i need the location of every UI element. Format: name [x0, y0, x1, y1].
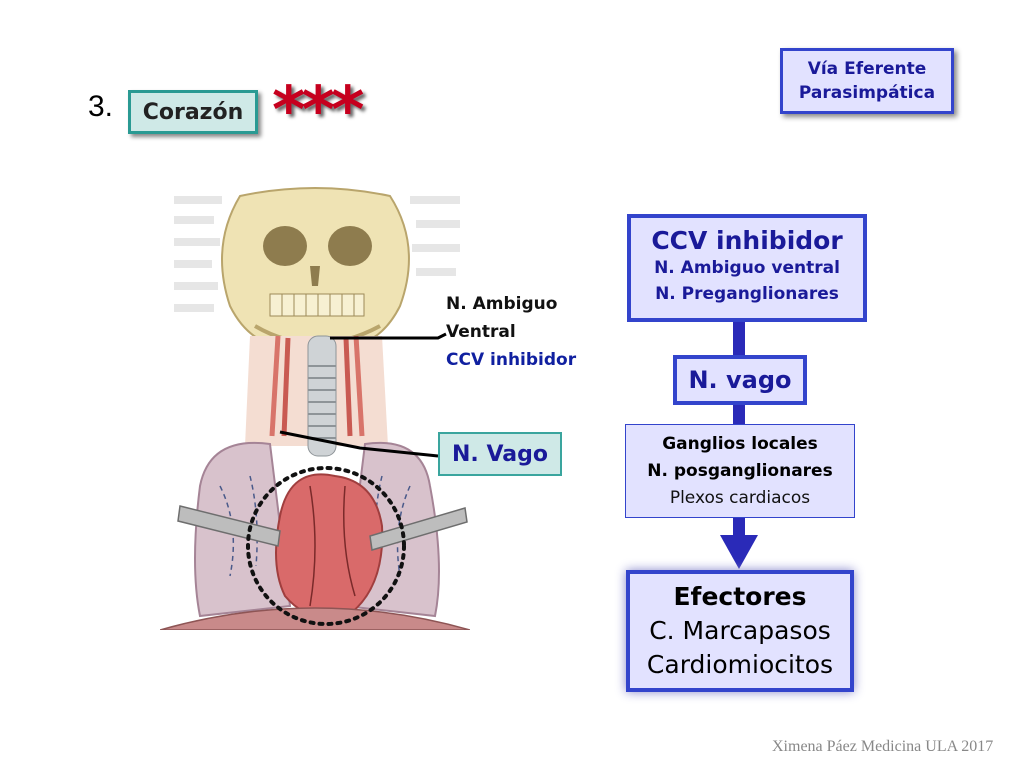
ambiguo-line3: CCV inhibidor — [446, 350, 577, 370]
title-box: Corazón — [128, 90, 258, 134]
importance-stars: *** — [272, 74, 364, 148]
ccv-box: CCV inhibidor N. Ambiguo ventral N. Preg… — [627, 214, 867, 322]
slide-number: 3. — [88, 90, 114, 123]
pathway-box: Vía Eferente Parasimpática — [780, 48, 954, 114]
heart-vessels — [309, 485, 356, 607]
vago-label-box: N. Vago — [438, 432, 562, 476]
faded-text-background — [174, 196, 460, 312]
ambiguo-label: N. Ambiguo Ventral CCV inhibidor — [446, 290, 576, 374]
trachea — [307, 335, 337, 457]
footer-credit: Ximena Páez Medicina ULA 2017 — [772, 738, 994, 755]
ganglios-line2: N. posganglionares — [647, 460, 833, 481]
vago-label: N. Vago — [452, 441, 548, 467]
efectores-line2: C. Marcapasos — [649, 616, 831, 645]
n-vago-label: N. vago — [688, 366, 792, 394]
ganglios-line3: Plexos cardiacos — [669, 487, 811, 508]
diaphragm — [160, 607, 470, 630]
ganglios-line1: Ganglios locales — [662, 433, 818, 454]
efectores-line1: Efectores — [673, 582, 807, 611]
pathway-line2: Parasimpática — [798, 83, 936, 103]
efectores-line3: Cardiomiocitos — [646, 650, 834, 679]
ambiguo-line2: Ventral — [446, 322, 516, 342]
n-vago-box: N. vago — [673, 355, 807, 405]
anatomy-illustration — [160, 187, 470, 630]
efectores-box: Efectores C. Marcapasos Cardiomiocitos — [626, 570, 854, 692]
skull — [221, 187, 410, 346]
heart — [275, 473, 384, 619]
neck-vessels — [269, 335, 365, 437]
label-pointer-lines — [279, 332, 447, 458]
ambiguo-line1: N. Ambiguo — [446, 294, 558, 314]
flow-arrow-head — [720, 535, 758, 569]
slide-title: Corazón — [142, 99, 244, 125]
heart-highlight-circle — [246, 466, 406, 626]
ccv-line2: N. Preganglionares — [655, 284, 839, 304]
pathway-line1: Vía Eferente — [807, 59, 927, 79]
ganglios-box: Ganglios locales N. posganglionares Plex… — [625, 424, 855, 518]
ccv-line1: N. Ambiguo ventral — [654, 258, 840, 278]
ccv-title: CCV inhibidor — [651, 226, 843, 255]
